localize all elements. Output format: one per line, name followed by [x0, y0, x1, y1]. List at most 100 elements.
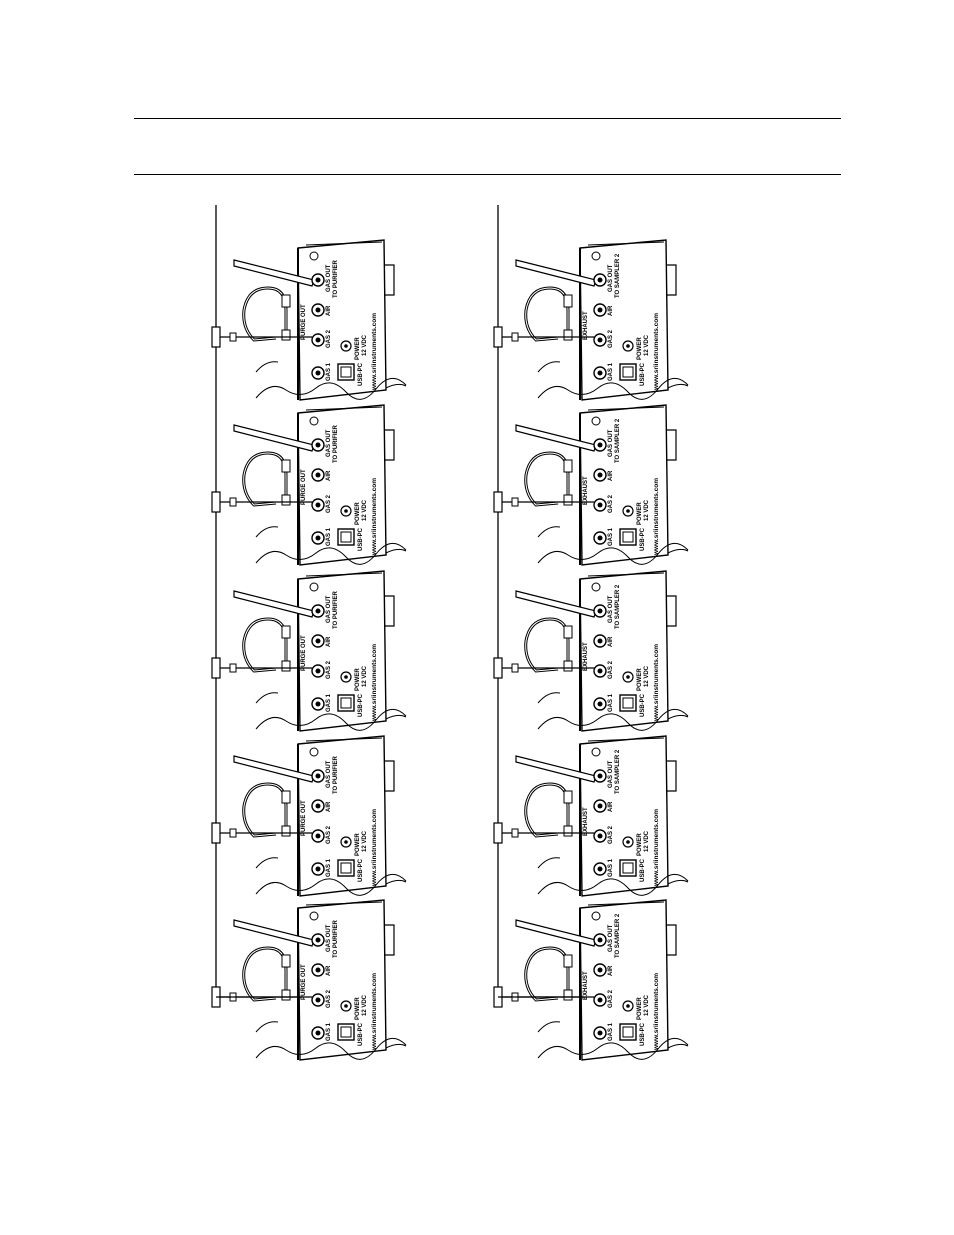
loop-fitting: [563, 459, 573, 473]
cut-line: [537, 378, 689, 400]
panel-top-lip: [587, 406, 665, 411]
usb-port-icon: [337, 859, 355, 877]
label-gas-out: GAS OUT: [326, 924, 332, 952]
usb-port-inner: [340, 862, 352, 874]
usb-port-icon: [337, 528, 355, 546]
panel-top-lip: [305, 901, 383, 906]
gas1-fitting-core: [597, 535, 603, 541]
gas2-fitting-core: [597, 668, 603, 674]
usb-port-inner: [622, 531, 634, 543]
loop-fitting: [563, 294, 573, 308]
tee-fitting: [493, 822, 503, 844]
tee-fitting: [493, 326, 503, 348]
usb-port-inner: [340, 531, 352, 543]
branch-nut: [511, 332, 519, 342]
loop-fitting: [281, 294, 291, 308]
side-tab: [384, 429, 395, 461]
gas1-fitting-core: [597, 1030, 603, 1036]
cut-line: [255, 709, 407, 731]
label-gas-out: GAS OUT: [326, 264, 332, 292]
cut-line-inner: [537, 361, 561, 373]
gas2-fitting-core: [315, 337, 321, 343]
label-url: www.sriinstruments.com: [653, 809, 660, 887]
tee-fitting: [211, 491, 221, 513]
side-tab: [666, 595, 677, 627]
label-gas-out-dest: TO PURIFIER: [333, 424, 339, 463]
usb-port-icon: [337, 363, 355, 381]
loop-tube-inner: [525, 783, 569, 837]
loop-tube-inner: [243, 452, 287, 506]
label-purge: PURGE OUT: [301, 304, 307, 340]
cut-line: [537, 543, 689, 565]
cut-line: [255, 378, 407, 400]
label-gas1: GAS 1: [326, 527, 332, 546]
gas-out-fitting-core: [597, 442, 603, 448]
loop-tube-inner: [243, 783, 287, 837]
label-url: www.sriinstruments.com: [371, 313, 378, 391]
label-gas1: GAS 1: [608, 693, 614, 712]
air-fitting-core: [597, 472, 603, 478]
side-tab: [384, 760, 395, 792]
cut-line-right: [667, 383, 689, 389]
label-gas-out-dest: TO SAMPLER 2: [615, 584, 621, 629]
label-power: POWER: [355, 833, 361, 856]
label-url: www.sriinstruments.com: [653, 478, 660, 556]
screw-icon: [591, 747, 601, 757]
usb-port-icon: [619, 1023, 637, 1041]
loop-fitting-lower: [281, 329, 291, 341]
loop-fitting: [281, 790, 291, 804]
screw-icon: [309, 251, 319, 261]
air-fitting-core: [315, 638, 321, 644]
label-power: POWER: [637, 337, 643, 360]
cut-line: [537, 874, 689, 896]
header-rule-top: [134, 118, 841, 119]
cut-line-right: [385, 383, 407, 389]
air-fitting-core: [597, 307, 603, 313]
loop-fitting-lower: [563, 660, 573, 672]
tee-fitting: [493, 657, 503, 679]
label-power: POWER: [355, 502, 361, 525]
branch-nut: [229, 332, 237, 342]
tee-fitting: [211, 822, 221, 844]
label-usb: USB-PC: [358, 1022, 364, 1046]
cut-line-right: [667, 879, 689, 885]
label-purge: PURGE OUT: [301, 964, 307, 1000]
label-gas2: GAS 2: [608, 329, 614, 348]
needle: [515, 424, 597, 452]
label-power-volts: 12 VDC: [644, 665, 650, 687]
air-fitting-core: [315, 307, 321, 313]
gas2-fitting-core: [315, 668, 321, 674]
loop-fitting-lower: [281, 989, 291, 1001]
label-air: AIR: [326, 305, 332, 316]
label-usb: USB-PC: [640, 1022, 646, 1046]
loop-fitting: [281, 459, 291, 473]
label-purge: PURGE OUT: [301, 635, 307, 671]
gas-out-fitting-core: [597, 773, 603, 779]
label-air: AIR: [326, 470, 332, 481]
air-fitting-core: [315, 472, 321, 478]
loop-tube-inner: [525, 618, 569, 672]
cut-line: [255, 543, 407, 565]
gas2-fitting-core: [315, 833, 321, 839]
panel-top-lip: [305, 572, 383, 577]
loop-fitting-lower: [281, 494, 291, 506]
label-power: POWER: [637, 668, 643, 691]
tee-fitting: [211, 326, 221, 348]
side-tab: [666, 924, 677, 956]
cut-line-inner: [255, 361, 279, 373]
cut-line: [537, 1038, 689, 1060]
gas1-fitting-core: [315, 535, 321, 541]
needle: [233, 259, 315, 287]
tee-fitting: [493, 491, 503, 513]
cut-line-inner: [255, 857, 279, 869]
cut-line-right: [667, 548, 689, 554]
